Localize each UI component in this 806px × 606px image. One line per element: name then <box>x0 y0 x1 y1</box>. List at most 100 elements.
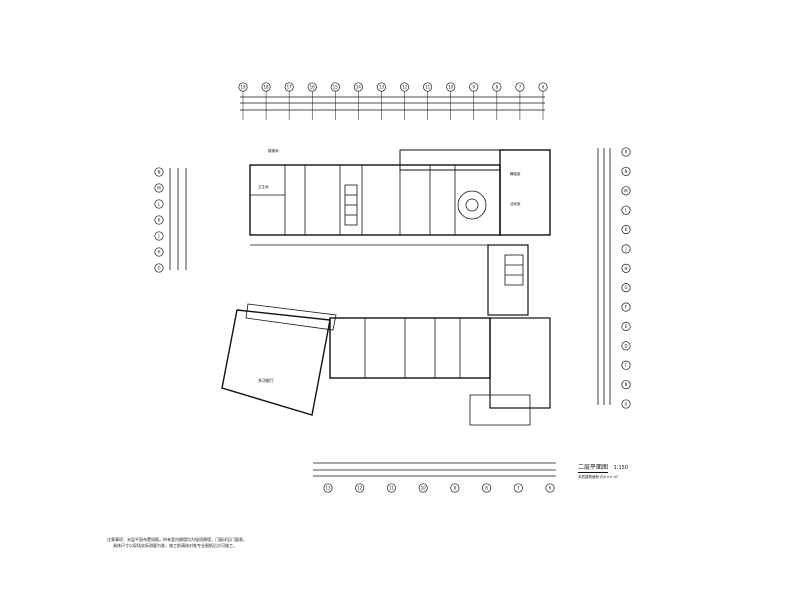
axis-bubble-top: 17 <box>284 82 294 92</box>
svg-text:7: 7 <box>519 85 522 90</box>
drawing-note-line-1: 注意事项：本层平面布置如图，所有室内隔墙均为轻质隔墙，门窗详见门窗表， <box>107 537 247 542</box>
axis-bubble-bottom: 7 <box>513 483 523 493</box>
svg-text:K: K <box>625 227 628 232</box>
axis-bubble-left: G <box>154 263 164 273</box>
axis-bubble-top: 9 <box>469 82 479 92</box>
svg-text:L: L <box>158 202 161 207</box>
svg-text:13: 13 <box>325 486 331 491</box>
axis-bubble-right: B <box>621 380 631 390</box>
svg-text:N: N <box>625 169 628 174</box>
svg-text:16: 16 <box>310 85 316 90</box>
svg-text:10: 10 <box>448 85 454 90</box>
svg-text:13: 13 <box>379 85 385 90</box>
svg-text:G: G <box>157 266 160 271</box>
room-label-hall: 多功能厅 <box>258 377 274 383</box>
svg-text:H: H <box>624 266 627 271</box>
axis-bubble-top: 6 <box>538 82 548 92</box>
axis-bubble-top: 19 <box>238 82 248 92</box>
room-label-activity: 活动室 <box>510 201 521 206</box>
axis-bubble-bottom: 13 <box>323 483 333 493</box>
svg-text:M: M <box>157 186 161 191</box>
axis-bubble-top: 15 <box>330 82 340 92</box>
axis-bubble-right: L <box>621 205 631 215</box>
axis-bubble-top: 13 <box>376 82 387 92</box>
axis-bubble-bottom: 9 <box>450 483 460 493</box>
svg-text:C: C <box>625 363 628 368</box>
axis-bubble-top: 8 <box>492 82 502 92</box>
svg-text:7: 7 <box>517 486 520 491</box>
svg-text:14: 14 <box>356 85 362 90</box>
axis-bubble-top: 7 <box>515 82 525 92</box>
drawing-title-block: 二层平面图 1:150 本层建筑面积 约××× m² <box>578 462 628 480</box>
svg-text:J: J <box>624 246 626 251</box>
svg-text:N: N <box>158 170 161 175</box>
drawing-title: 二层平面图 <box>578 464 609 473</box>
svg-text:9: 9 <box>472 85 475 90</box>
axis-bubble-top: 10 <box>446 82 456 92</box>
svg-text:6: 6 <box>542 85 545 90</box>
svg-text:17: 17 <box>287 85 293 90</box>
axis-bubble-right: M <box>621 186 631 196</box>
svg-text:F: F <box>625 305 628 310</box>
svg-text:11: 11 <box>389 486 395 491</box>
axis-bubble-left: J <box>154 231 164 241</box>
axis-bubble-right: K <box>621 224 631 235</box>
axis-bubble-right: P <box>621 147 631 157</box>
svg-text:6: 6 <box>549 486 552 491</box>
svg-text:12: 12 <box>357 486 363 491</box>
drawing-subtitle: 本层建筑面积 约××× m² <box>578 475 619 479</box>
axis-bubble-right: C <box>621 360 631 370</box>
axis-bubble-right: N <box>621 166 631 176</box>
room-label-stair: 楼梯间 <box>268 148 279 153</box>
svg-text:8: 8 <box>496 85 499 90</box>
left-axis-bubbles: N M L K J H G <box>154 167 164 273</box>
axis-bubble-bottom: 10 <box>418 483 428 493</box>
svg-text:P: P <box>625 150 628 155</box>
svg-text:12: 12 <box>402 85 408 90</box>
svg-text:19: 19 <box>240 85 246 90</box>
bottom-axis-bubbles: 13 12 11 10 9 8 7 6 <box>323 483 555 493</box>
svg-text:G: G <box>624 285 627 290</box>
svg-text:D: D <box>624 343 627 348</box>
axis-bubble-bottom: 12 <box>355 483 365 493</box>
svg-text:H: H <box>157 250 160 255</box>
top-axis-bubbles: 19 18 17 16 15 14 13 12 11 10 9 8 7 6 <box>238 82 548 120</box>
axis-bubble-top: 16 <box>307 82 317 92</box>
axis-bubble-bottom: 8 <box>482 483 492 493</box>
drawing-note-line-2: 具体尺寸以现场实际测量为准，施工前请核对各专业图纸后方可施工。 <box>113 543 237 548</box>
axis-bubble-right: G <box>621 283 631 293</box>
svg-text:E: E <box>625 324 628 329</box>
axis-bubble-left: K <box>154 215 164 225</box>
axis-bubble-left: N <box>154 167 164 177</box>
svg-text:8: 8 <box>485 486 488 491</box>
axis-bubble-left: L <box>154 199 164 209</box>
svg-text:M: M <box>624 188 628 193</box>
drawing-scale: 1:150 <box>613 465 629 471</box>
room-label-dance: 舞蹈室 <box>510 171 521 176</box>
axis-bubble-top: 11 <box>423 82 433 92</box>
axis-bubble-left: M <box>154 183 164 193</box>
svg-text:L: L <box>625 208 628 213</box>
svg-text:18: 18 <box>264 85 270 90</box>
axis-bubble-right: E <box>621 321 631 332</box>
axis-bubble-left: H <box>154 247 164 257</box>
axis-bubble-right: F <box>621 302 631 312</box>
axis-bubble-bottom: 6 <box>545 483 555 493</box>
right-axis-bubbles: P N M L K J H G F E D C B A <box>621 147 631 409</box>
axis-bubble-top: 14 <box>353 82 363 92</box>
svg-text:9: 9 <box>454 486 457 491</box>
axis-bubble-right: H <box>621 263 631 273</box>
axis-bubble-right: J <box>621 244 631 254</box>
svg-text:11: 11 <box>425 85 431 90</box>
axis-bubble-bottom: 11 <box>386 483 396 493</box>
svg-text:10: 10 <box>421 486 427 491</box>
room-label-wc: 卫生间 <box>258 184 269 189</box>
svg-text:15: 15 <box>333 85 339 90</box>
axis-bubble-top: 12 <box>399 82 410 92</box>
svg-text:J: J <box>157 234 159 239</box>
svg-text:K: K <box>158 218 161 223</box>
axis-bubble-right: D <box>621 341 631 351</box>
svg-text:A: A <box>625 402 628 407</box>
axis-bubble-right: A <box>621 399 631 409</box>
